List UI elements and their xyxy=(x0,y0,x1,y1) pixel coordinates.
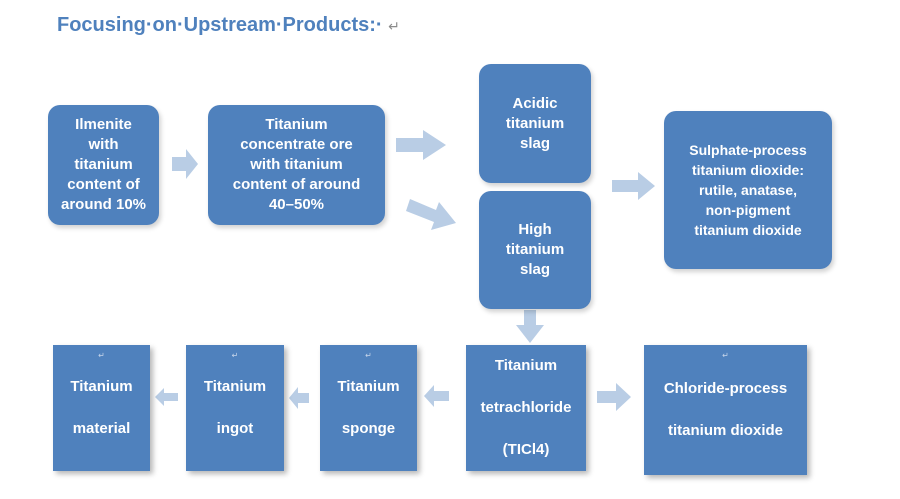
arrow-slag-to-sulphate xyxy=(612,172,655,200)
box-line: Titanium xyxy=(70,378,133,395)
box-line: Titanium xyxy=(203,378,267,395)
box-line: concentrate ore xyxy=(240,136,353,153)
box-line: ingot xyxy=(216,420,254,437)
box-line: Titanium xyxy=(265,116,328,133)
box-line: titanium dioxide xyxy=(694,222,802,238)
box-line: titanium xyxy=(505,114,565,132)
box-line: around 10% xyxy=(60,196,147,213)
titanium-material-box: ↵ Titanium material xyxy=(53,345,150,471)
box-line: Ilmenite xyxy=(75,116,132,133)
arrow-ilmenite-to-concentrate xyxy=(172,149,198,179)
sulphate-process-box: Sulphate-process titanium dioxide: rutil… xyxy=(664,111,832,269)
titanium-sponge-box: ↵ Titanium sponge xyxy=(320,345,417,471)
box-line: tetrachloride xyxy=(480,399,572,416)
box-line: titanium dioxide xyxy=(667,422,783,439)
arrow-high-to-tetrachloride xyxy=(516,310,544,343)
arrow-ingot-to-material xyxy=(155,388,178,406)
arrow-concentrate-to-high xyxy=(406,199,456,230)
box-line: with titanium xyxy=(250,156,343,173)
box-line: titanium xyxy=(74,156,133,173)
box-line: Chloride-process xyxy=(663,380,788,397)
paragraph-mark: ↵ xyxy=(231,351,239,360)
box-line: titanium xyxy=(505,241,565,258)
acidic-slag-box: Acidic titanium slag xyxy=(479,64,591,183)
box-line: 40–50% xyxy=(268,196,325,213)
paragraph-mark: ↵ xyxy=(722,351,729,360)
paragraph-mark: ↵ xyxy=(98,351,105,360)
box-line: content of xyxy=(67,176,140,193)
box-line: Titanium xyxy=(494,357,558,374)
box-line: rutile, anatase, xyxy=(698,182,798,198)
box-line: sponge xyxy=(341,420,396,437)
box-line: Acidic xyxy=(512,94,558,112)
titanium-ingot-box: ↵ Titanium ingot xyxy=(186,345,284,471)
paragraph-mark: ↵ xyxy=(365,351,372,360)
box-line: content of around xyxy=(232,176,361,193)
ilmenite-box: Ilmenite with titanium content of around… xyxy=(48,105,159,225)
box-line: slag xyxy=(519,134,550,152)
chloride-process-box: ↵ Chloride-process titanium dioxide xyxy=(644,345,807,475)
box-line: with xyxy=(88,136,119,153)
box-line: material xyxy=(72,420,131,437)
box-line: titanium dioxide: xyxy=(691,162,804,178)
box-line: High xyxy=(518,221,552,238)
box-line: Titanium xyxy=(337,378,400,395)
paragraph-mark: ↵ xyxy=(388,18,400,34)
arrow-tetrachloride-to-chloride xyxy=(597,383,631,411)
box-line: non-pigment xyxy=(705,202,791,218)
page-title: Focusing·on·Upstream·Products:· ↵ xyxy=(57,14,400,36)
box-line: (TICl4) xyxy=(502,441,550,458)
box-line: slag xyxy=(519,261,550,278)
box-line: Sulphate-process xyxy=(689,142,807,158)
arrow-sponge-to-ingot xyxy=(289,387,309,409)
titanium-tetrachloride-box: Titanium tetrachloride (TICl4) xyxy=(466,345,586,471)
arrow-concentrate-to-acidic xyxy=(396,130,446,160)
high-slag-box: High titanium slag xyxy=(479,191,591,309)
concentrate-box: Titanium concentrate ore with titanium c… xyxy=(208,105,385,225)
arrow-tetrachloride-to-sponge xyxy=(424,385,449,407)
